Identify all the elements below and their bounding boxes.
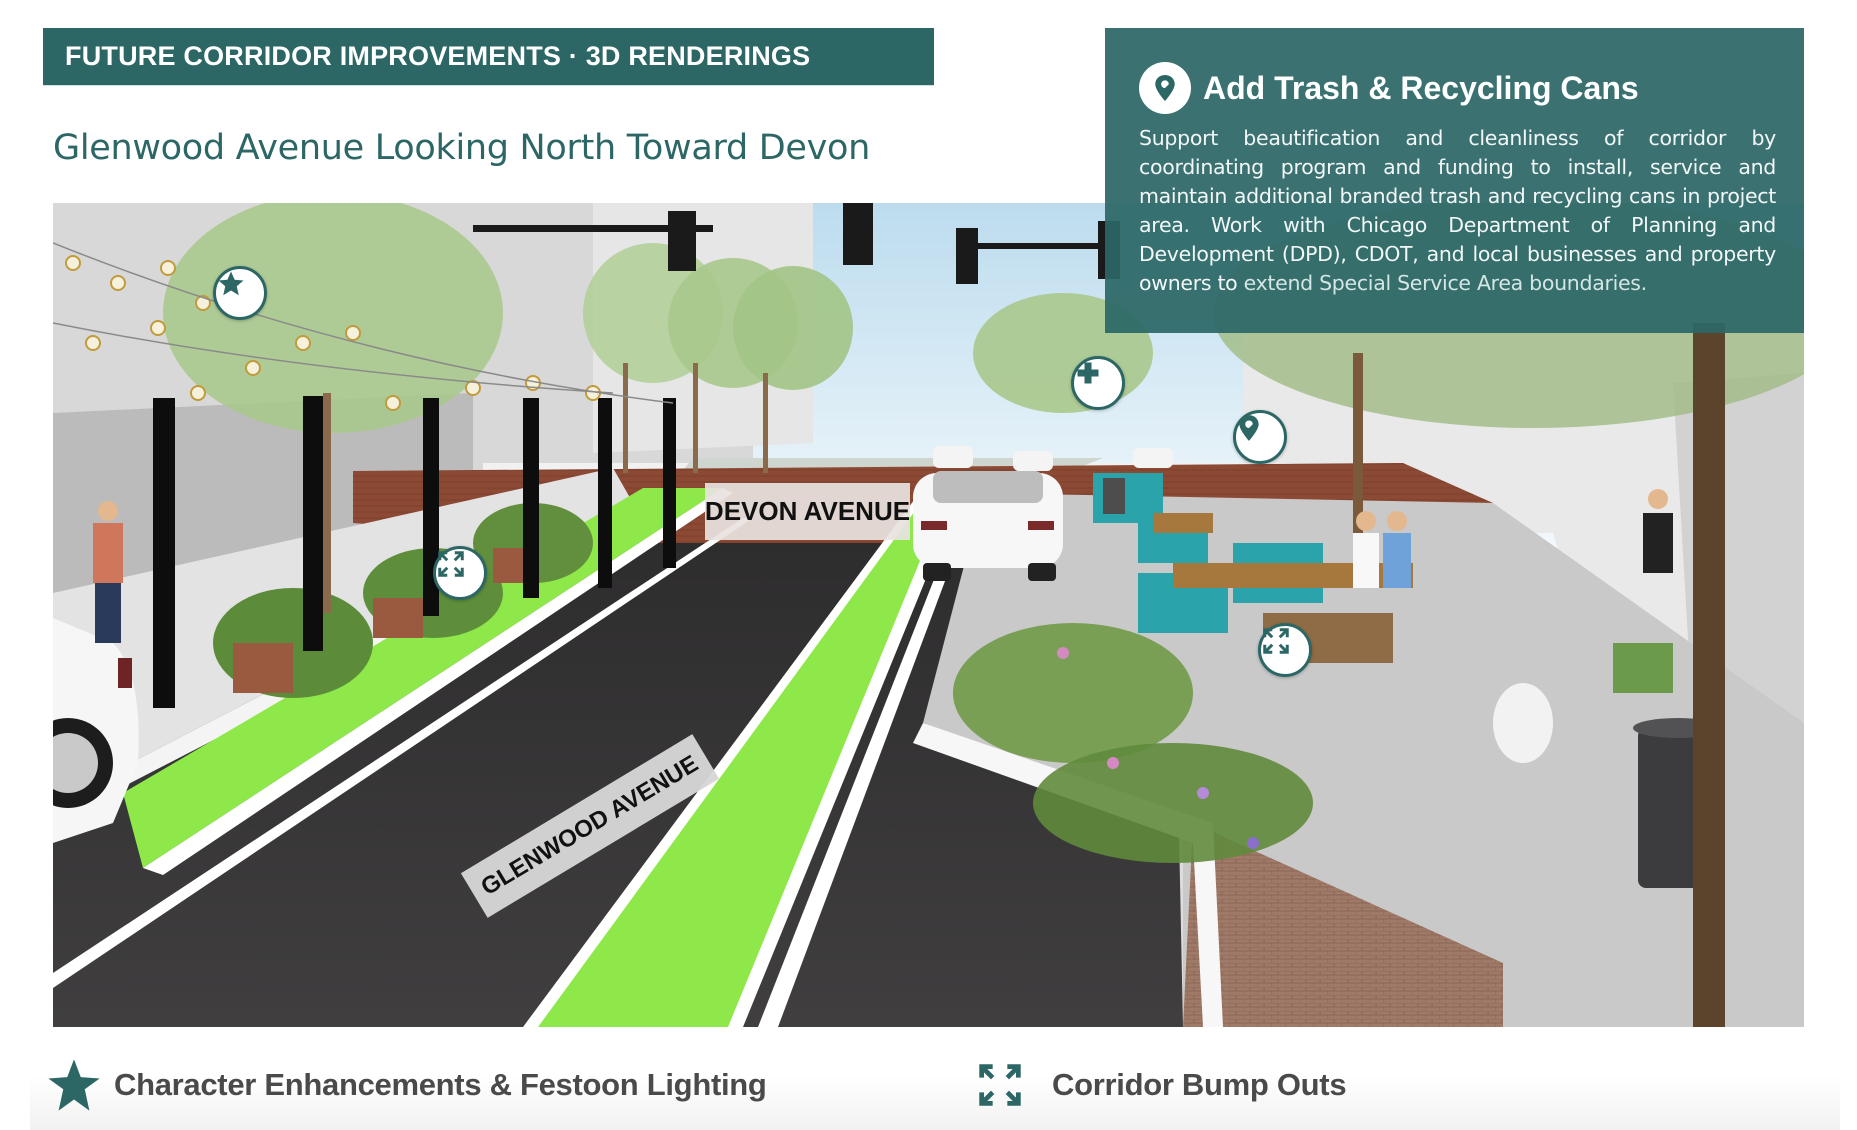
pedestrians [93, 489, 1673, 763]
legend-label: Character Enhancements & Festoon Lightin… [114, 1067, 767, 1102]
tree-trunk [623, 363, 628, 473]
expand-arrows-icon [1263, 628, 1289, 654]
legend-label: Corridor Bump Outs [1052, 1067, 1347, 1102]
legend: Character Enhancements & Festoon Lightin… [30, 1040, 1840, 1130]
tree-trunk [323, 393, 331, 613]
expand-arrows-icon [438, 551, 464, 577]
marker-add-amenity[interactable] [1071, 356, 1125, 410]
car-devon [913, 471, 1063, 581]
info-panel-header: Add Trash & Recycling Cans [1139, 62, 1776, 114]
flower [1107, 757, 1119, 769]
flower [1057, 647, 1069, 659]
lane-stripe [143, 488, 733, 875]
distant-trash-can [1103, 478, 1125, 514]
map-pin-icon [1155, 75, 1175, 101]
festoon-poles [153, 396, 676, 708]
star-icon [218, 271, 244, 296]
festoon-lights [65, 255, 601, 411]
info-panel-body: Support beautification and cleanliness o… [1139, 124, 1776, 298]
marker-trash-recycling[interactable] [1233, 410, 1287, 464]
marker-corridor-bump-out-right[interactable] [1258, 623, 1312, 677]
legend-item-corridor-bump-outs: Corridor Bump Outs [978, 1040, 1347, 1130]
marker-character-enhancements[interactable] [213, 266, 267, 320]
festoon-wires [53, 242, 674, 404]
center-lane-line [53, 518, 753, 988]
flower [1197, 787, 1209, 799]
tree-trunk [763, 373, 768, 473]
flower [1247, 837, 1259, 849]
bench [1153, 513, 1213, 533]
distant-cars [933, 446, 1173, 471]
info-panel-icon [1139, 62, 1191, 114]
info-panel-trash-recycling: Add Trash & Recycling Cans Support beaut… [1105, 28, 1804, 333]
section-title: FUTURE CORRIDOR IMPROVEMENTS · 3D RENDER… [65, 41, 811, 71]
devon-avenue-label: DEVON AVENUE [704, 496, 911, 526]
tree-canopy [733, 266, 853, 390]
brick-sidewalk [1183, 823, 1503, 1027]
car-parked-left [53, 618, 139, 843]
right-bike-lane [538, 493, 948, 1027]
devon-avenue-sign: DEVON AVENUE [705, 483, 910, 540]
info-panel-title: Add Trash & Recycling Cans [1203, 69, 1639, 106]
view-title: Glenwood Avenue Looking North Toward Dev… [53, 128, 870, 168]
plus-icon [1077, 362, 1099, 384]
map-pin-icon [1239, 415, 1259, 441]
left-bike-lane [123, 488, 723, 868]
marker-corridor-bump-out-left[interactable] [433, 546, 487, 600]
bike-lane-edge-right [758, 493, 978, 1027]
tree-trunk [693, 363, 698, 473]
tree-canopy [163, 203, 503, 433]
section-title-bar: FUTURE CORRIDOR IMPROVEMENTS · 3D RENDER… [43, 28, 934, 85]
planting-bed [953, 623, 1193, 763]
star-icon [48, 1059, 100, 1111]
expand-arrows-icon [979, 1064, 1021, 1106]
tree-trunk [1353, 353, 1363, 553]
tree-trunk [1693, 323, 1725, 1027]
info-panel-body-main: Support beautification and cleanliness o… [1139, 126, 1776, 295]
info-panel-body-tail: extend Special Service Area boundaries. [1237, 271, 1648, 295]
planting-bed [1033, 743, 1313, 863]
legend-item-character-enhancements: Character Enhancements & Festoon Lightin… [46, 1040, 767, 1130]
